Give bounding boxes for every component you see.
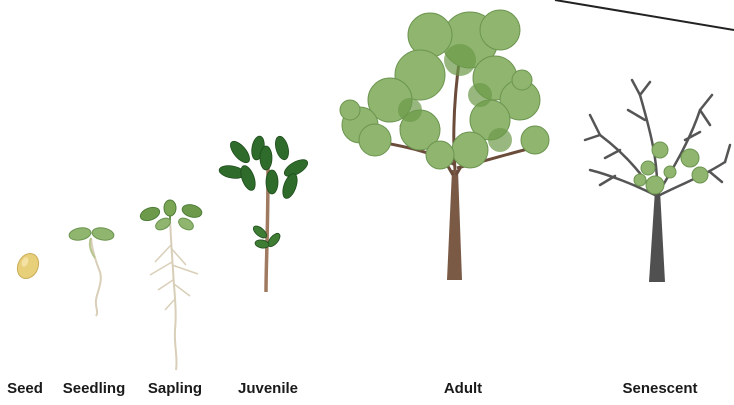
juvenile-illustration xyxy=(218,135,310,292)
seed-illustration xyxy=(13,250,42,282)
sapling-illustration xyxy=(139,200,204,370)
label-seedling: Seedling xyxy=(63,380,126,397)
frame-edge-line xyxy=(555,0,734,30)
adult-tree-illustration xyxy=(340,10,549,280)
label-seed: Seed xyxy=(7,380,43,397)
senescent-tree-illustration xyxy=(585,80,730,282)
label-senescent: Senescent xyxy=(622,380,697,397)
label-juvenile: Juvenile xyxy=(238,380,298,397)
seedling-illustration xyxy=(68,226,115,316)
label-sapling: Sapling xyxy=(148,380,202,397)
label-adult: Adult xyxy=(444,380,482,397)
